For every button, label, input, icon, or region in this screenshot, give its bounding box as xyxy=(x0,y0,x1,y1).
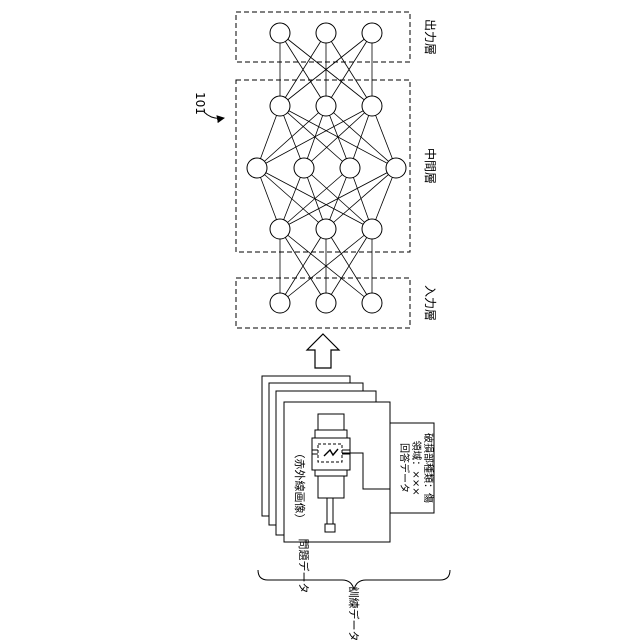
answer-box-region: 領域：××× xyxy=(410,440,423,495)
network-node xyxy=(270,293,290,313)
network-node xyxy=(270,96,290,116)
network-node xyxy=(362,219,382,239)
network-connections xyxy=(257,33,396,303)
damage-region-marker xyxy=(318,444,342,462)
training-sheets: （赤外線画像） 回答データ 領域：××× 破損部種類：傷 xyxy=(262,376,435,542)
network-node xyxy=(316,219,336,239)
output-layer-label: 出力層 xyxy=(423,19,437,55)
network-node xyxy=(362,23,382,43)
network-node xyxy=(270,219,290,239)
network-node xyxy=(316,293,336,313)
network-node xyxy=(316,96,336,116)
problem-image-label: （赤外線画像） xyxy=(293,448,307,525)
network-nodes xyxy=(247,23,406,313)
network-node xyxy=(362,96,382,116)
network-edge xyxy=(326,168,396,229)
network-node xyxy=(316,23,336,43)
network-edge xyxy=(280,168,350,229)
reference-number: 101 xyxy=(193,92,207,115)
network-node xyxy=(362,293,382,313)
network-node xyxy=(270,23,290,43)
answer-box-title: 回答データ xyxy=(398,443,411,493)
network-edge xyxy=(280,168,396,229)
input-layer-label: 入力層 xyxy=(423,285,437,321)
network-node xyxy=(247,158,267,178)
network-node xyxy=(386,158,406,178)
network-edge xyxy=(257,106,326,168)
network-edge xyxy=(257,168,326,229)
middle-layer-label: 中間層 xyxy=(423,148,438,184)
neural-network: 出力層 中間層 入力層 101 xyxy=(193,12,438,328)
answer-box-damage-type: 破損部種類：傷 xyxy=(422,433,435,503)
network-node xyxy=(340,158,360,178)
network-node xyxy=(294,158,314,178)
problem-data-label: 問題データ xyxy=(297,539,311,594)
data-flow-arrow xyxy=(307,334,339,368)
training-data-label: 訓練データ xyxy=(347,587,361,641)
